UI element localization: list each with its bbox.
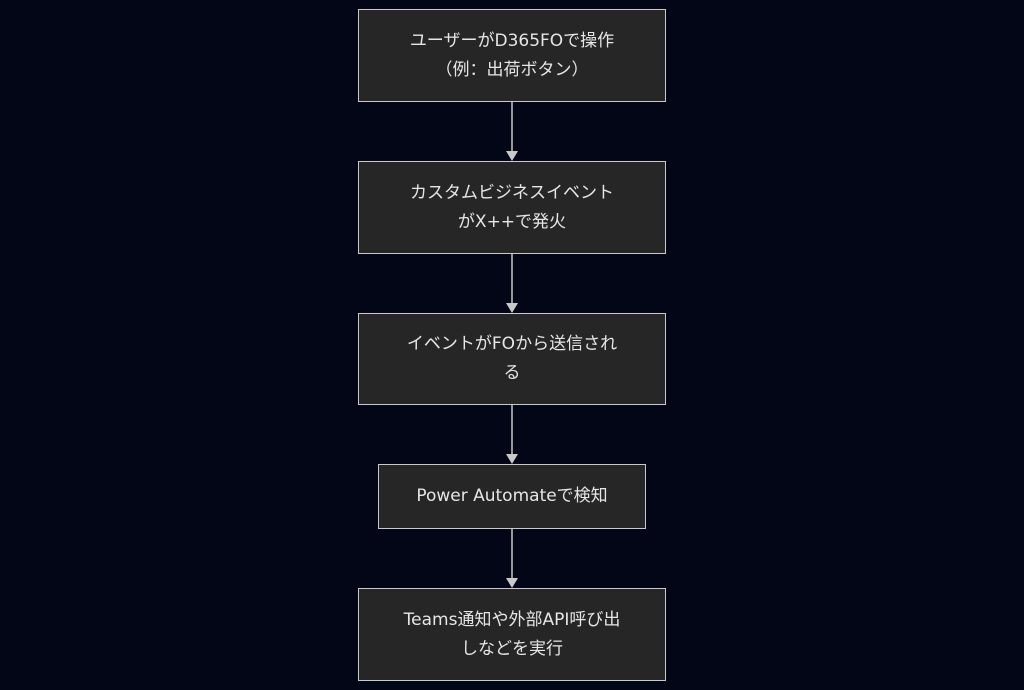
node-user-action: ユーザーがD365FOで操作 （例：出荷ボタン） [358, 9, 666, 102]
node-event-sent: イベントがFOから送信され る [358, 313, 666, 405]
node-teams-notification: Teams通知や外部API呼び出 しなどを実行 [358, 588, 666, 681]
node-label-line: がX++で発火 [457, 211, 567, 232]
node-label-line: る [503, 363, 521, 383]
arrowhead-n4-n5 [506, 578, 518, 588]
node-label-line: イベントがFOから送信され [406, 334, 618, 354]
node-label-line: しなどを実行 [461, 638, 563, 659]
node-custom-business-event: カスタムビジネスイベント がX++で発火 [358, 161, 666, 254]
arrowhead-n1-n2 [506, 151, 518, 161]
arrowhead-n3-n4 [506, 454, 518, 464]
node-label-line: カスタムビジネスイベント [410, 182, 614, 203]
node-power-automate: Power Automateで検知 [378, 464, 646, 529]
arrowhead-n2-n3 [506, 303, 518, 313]
node-label-line: （例：出荷ボタン） [435, 59, 589, 80]
node-label-line: Power Automateで検知 [416, 486, 608, 506]
node-label-line: Teams通知や外部API呼び出 [403, 609, 621, 630]
node-label-line: ユーザーがD365FOで操作 [409, 30, 615, 51]
